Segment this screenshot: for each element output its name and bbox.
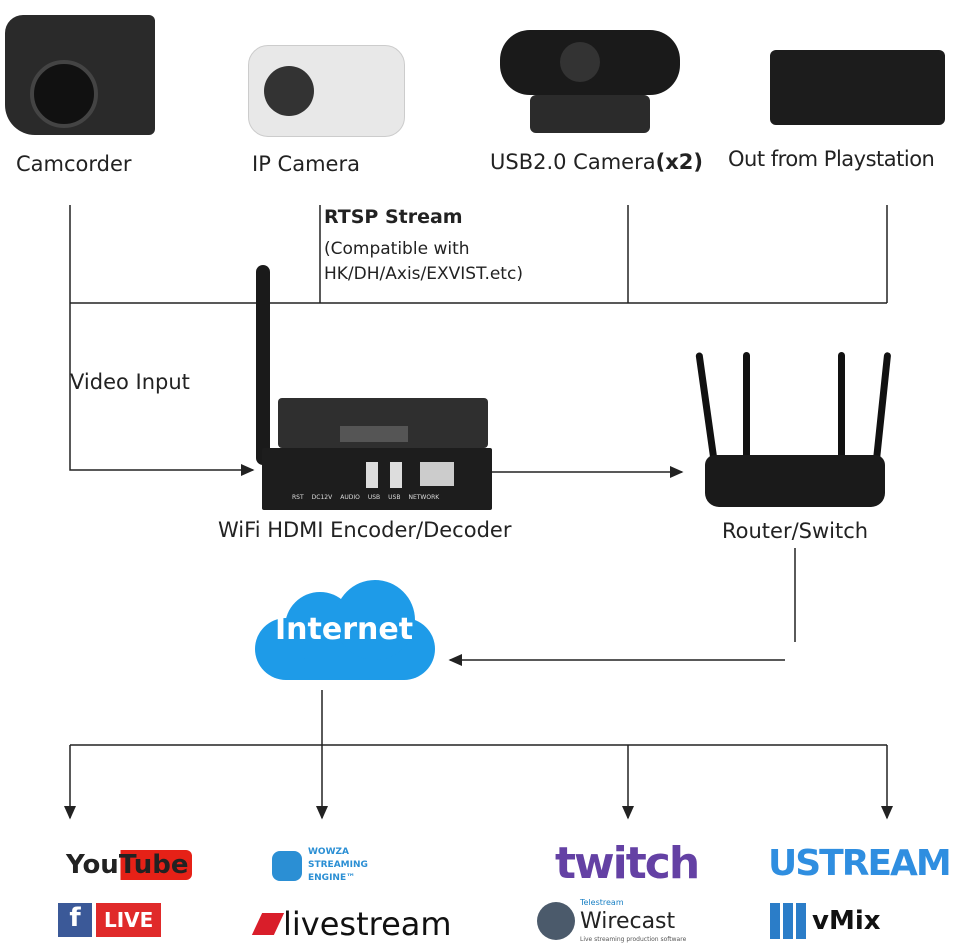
encoder-antenna xyxy=(256,265,270,465)
label-playstation: Out from Playstation xyxy=(728,147,935,171)
youtube-logo: YouTube xyxy=(62,850,193,880)
livestream-text: livestream xyxy=(283,905,452,943)
wowza-logo: WOWZA STREAMING ENGINE™ xyxy=(272,846,388,885)
encoder-port-labels: RST DC12V AUDIO USB USB NETWORK xyxy=(292,494,439,502)
vmix-icon xyxy=(770,903,806,939)
encoder-top xyxy=(278,398,488,448)
vmix-text: vMix xyxy=(812,906,881,936)
facebook-live-logo: f LIVE xyxy=(58,903,162,937)
vmix-logo: vMix xyxy=(770,903,881,939)
telestream-text: Telestream xyxy=(580,898,624,907)
usb-camera-name: USB2.0 Camera xyxy=(490,150,656,174)
rtsp-note-line1: (Compatible with xyxy=(324,239,470,259)
label-internet: Internet xyxy=(275,612,414,647)
router-body xyxy=(705,455,885,507)
rtsp-note: (Compatible with HK/DH/Axis/EXVIST.etc) xyxy=(324,237,523,287)
label-camcorder: Camcorder xyxy=(16,152,132,176)
facebook-icon: f xyxy=(58,903,92,937)
livestream-logo: livestream xyxy=(251,905,452,943)
encoder-front: RST DC12V AUDIO USB USB NETWORK xyxy=(262,448,492,510)
port-audio: AUDIO xyxy=(340,494,360,501)
label-usb-camera: USB2.0 Camera(x2) xyxy=(490,150,703,174)
router-antenna xyxy=(838,352,845,462)
camcorder-image xyxy=(5,15,155,135)
port-dc12v: DC12V xyxy=(311,494,333,501)
router-antenna xyxy=(743,352,750,462)
youtube-text: YouTube xyxy=(62,850,193,880)
label-encoder: WiFi HDMI Encoder/Decoder xyxy=(218,518,512,542)
label-ip-camera: IP Camera xyxy=(252,152,360,176)
playstation-box-image xyxy=(770,50,945,125)
wowza-icon xyxy=(272,850,302,881)
port-rst: RST xyxy=(292,494,304,501)
port-usb-2: USB xyxy=(388,494,401,501)
twitch-logo: twitch xyxy=(555,838,700,889)
facebook-live-text: LIVE xyxy=(96,903,162,937)
wirecast-text-block: Telestream Wirecast Live streaming produ… xyxy=(580,898,686,944)
wirecast-tagline: Live streaming production software xyxy=(580,936,687,943)
label-router: Router/Switch xyxy=(722,519,869,543)
rtsp-note-line2: HK/DH/Axis/EXVIST.etc) xyxy=(324,264,523,284)
usb-camera-qty: (x2) xyxy=(655,150,703,174)
usb-camera-image xyxy=(500,30,680,95)
label-video-input: Video Input xyxy=(70,370,190,394)
internet-cloud-icon: Internet xyxy=(255,580,435,680)
ustream-logo: USTREAM xyxy=(768,843,952,884)
port-usb: USB xyxy=(367,494,381,501)
usb-camera-stand xyxy=(530,95,650,133)
port-network: NETWORK xyxy=(408,494,440,501)
ip-camera-image xyxy=(248,45,405,137)
rtsp-title: RTSP Stream xyxy=(324,206,463,228)
wirecast-logo: Telestream Wirecast Live streaming produ… xyxy=(537,898,686,944)
livestream-icon xyxy=(251,913,285,935)
wirecast-text: Wirecast xyxy=(580,909,676,934)
wowza-text: WOWZA STREAMING ENGINE™ xyxy=(308,847,368,883)
wirecast-icon xyxy=(537,902,575,940)
